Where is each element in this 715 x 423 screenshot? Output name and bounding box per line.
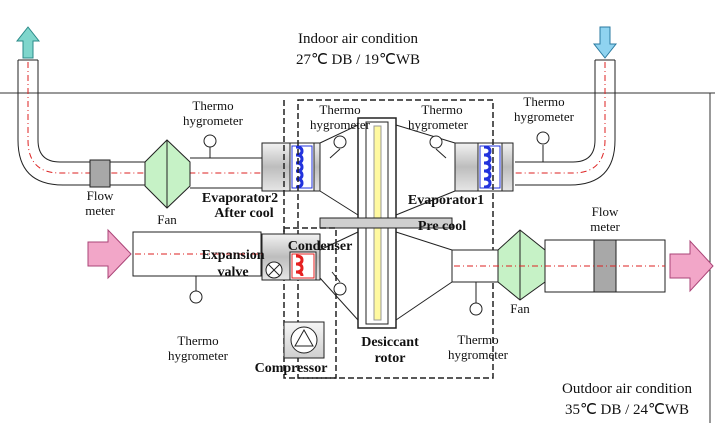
expansion-valve-icon (265, 261, 283, 279)
hygrometer-label-3: hygrometer (408, 117, 469, 132)
indoor-title: Indoor air condition (298, 31, 418, 47)
compressor-label: Compressor (255, 361, 328, 376)
thermo-hygrometer-gauges (189, 131, 550, 316)
outdoor-exhaust-arrow-icon (669, 239, 714, 293)
compressor-unit (283, 321, 325, 359)
fan-label-outdoor: Fan (510, 301, 530, 316)
indoor-supply-centerline (515, 62, 606, 174)
rotor-label: rotor (375, 351, 406, 366)
compressor-enclosure (283, 227, 337, 379)
desiccant-label: Desiccant (361, 335, 419, 350)
meter-label-indoor: meter (85, 203, 115, 218)
fan-label-indoor: Fan (157, 212, 177, 227)
valve-label: valve (217, 265, 248, 280)
thermo-label-5: Thermo (177, 333, 218, 348)
thermo-label-2: Thermo (319, 102, 360, 117)
hygrometer-label-4: hygrometer (514, 109, 575, 124)
outdoor-title: Outdoor air condition (562, 381, 692, 397)
hygrometer-label-2: hygrometer (310, 117, 371, 132)
expansion-label: Expansion (201, 248, 264, 263)
hygrometer-label-6: hygrometer (448, 347, 509, 362)
hygrometer-label-5: hygrometer (168, 348, 229, 363)
desiccant-rotor (319, 117, 453, 329)
flow-meter-indoor (89, 159, 111, 188)
thermo-label-6: Thermo (457, 332, 498, 347)
after-cool-label: After cool (214, 206, 273, 221)
air-inlet-arrow-icon (592, 26, 618, 59)
indoor-supply-duct (515, 59, 616, 186)
thermo-label-1: Thermo (192, 98, 233, 113)
pre-cool-label: Pre cool (418, 219, 466, 234)
thermo-label-3: Thermo (421, 102, 462, 117)
outdoor-value: 35℃ DB / 24℃WB (565, 402, 689, 418)
evaporator2-unit (261, 142, 321, 192)
rotor-connectors (319, 124, 456, 321)
thermo-label-4: Thermo (523, 94, 564, 109)
evaporator1-label: Evaporator1 (408, 193, 484, 208)
evaporator2-label: Evaporator2 (202, 191, 278, 206)
indoor-return-centerline (27, 62, 262, 174)
air-outlet-arrow-icon (15, 26, 41, 59)
flow-label-outdoor: Flow (592, 204, 619, 219)
indoor-value: 27℃ DB / 19℃WB (296, 52, 420, 68)
fan-outdoor (497, 229, 546, 301)
evaporator1-unit (454, 142, 514, 192)
hygrometer-label-1: hygrometer (183, 113, 244, 128)
flow-label-indoor: Flow (87, 188, 114, 203)
fan-indoor (144, 139, 191, 209)
meter-label-outdoor: meter (590, 219, 620, 234)
outdoor-inlet-arrow-icon (87, 228, 132, 280)
condenser-label: Condenser (288, 239, 353, 254)
